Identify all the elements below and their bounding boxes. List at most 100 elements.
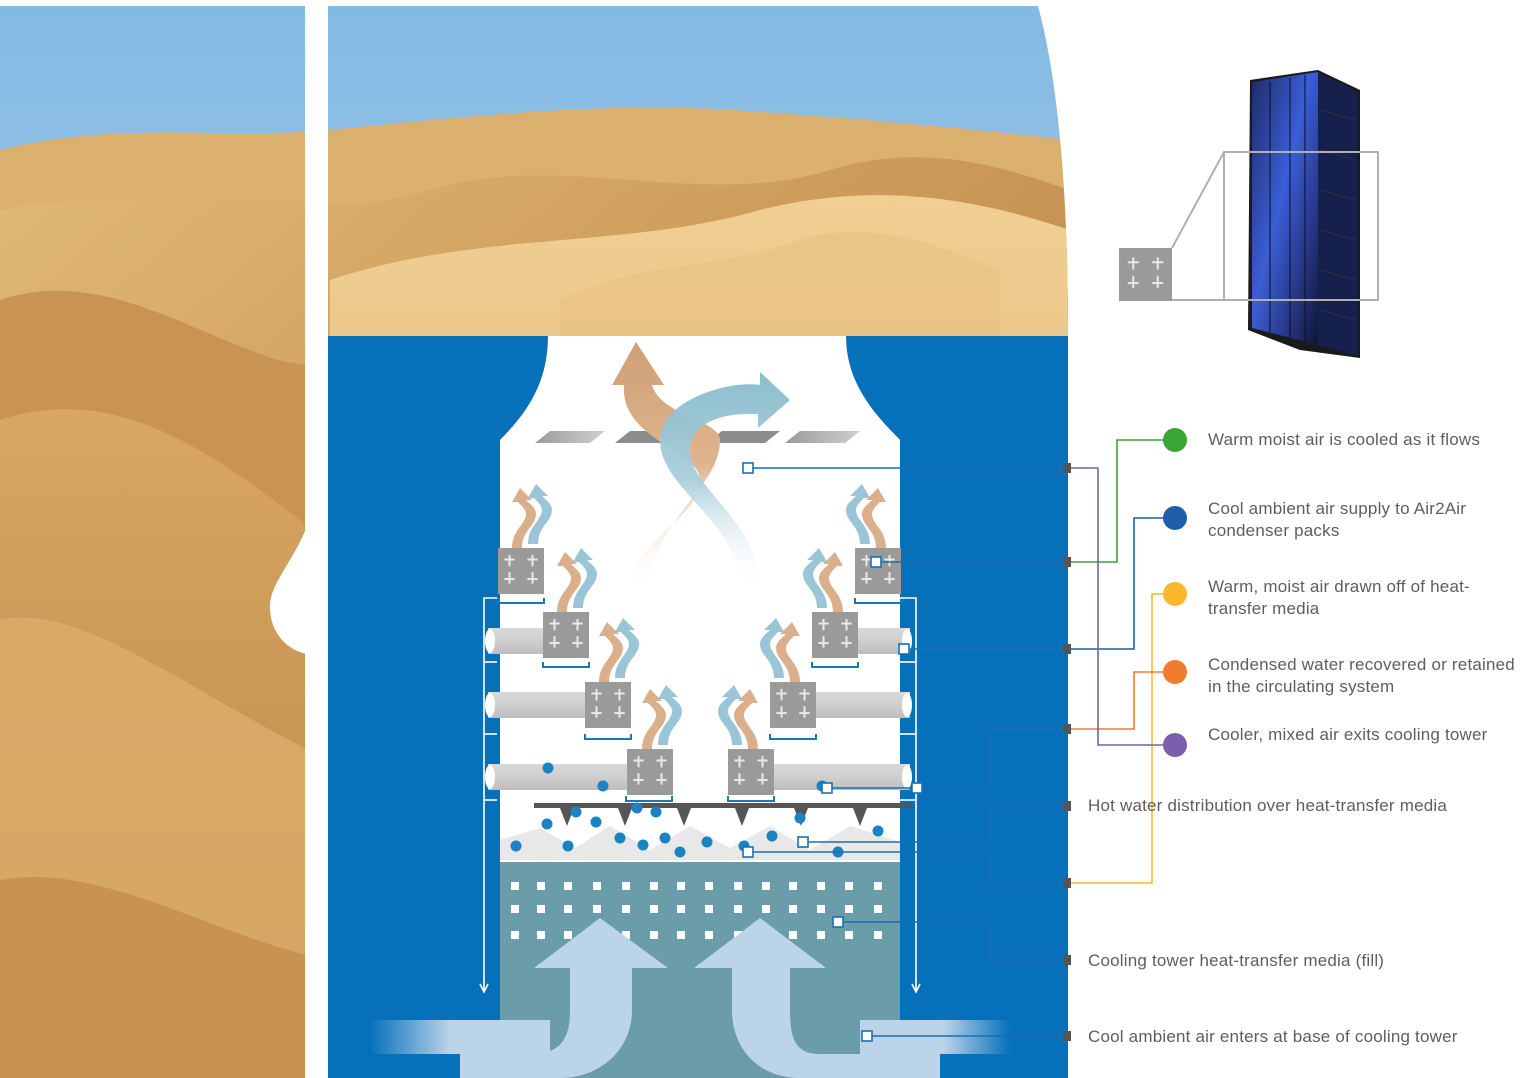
fill-media-square	[537, 882, 545, 890]
fill-media-square	[650, 931, 658, 939]
fill-media-square	[511, 882, 519, 890]
fill-media-square	[677, 882, 685, 890]
air-arrow	[862, 488, 886, 548]
condenser-pack-icon	[498, 548, 544, 594]
legend-label-cooler-mixed-exits: Cooler, mixed air exits cooling tower	[1208, 725, 1488, 744]
fill-media-square	[817, 905, 825, 913]
callout-endpoints	[1063, 463, 1071, 1041]
water-drop	[650, 806, 662, 818]
callout-fill-media: Cooling tower heat-transfer media (fill)	[1088, 951, 1385, 970]
fill-media-square	[622, 931, 630, 939]
fill-media-square	[650, 905, 658, 913]
water-drop	[631, 802, 643, 814]
pack-brackets	[497, 598, 902, 802]
air-arrow	[528, 484, 552, 544]
fill-media-square	[705, 882, 713, 890]
water-drop	[590, 816, 602, 828]
fill-media-square	[537, 931, 545, 939]
spray-nozzle	[618, 808, 632, 826]
fill-media-square	[650, 882, 658, 890]
water-drop	[510, 840, 522, 852]
drain-lines	[479, 597, 921, 994]
water-drop	[570, 806, 582, 818]
pack-air-arrows	[512, 484, 886, 749]
condenser-pack-icon	[1121, 250, 1170, 299]
air-arrow	[846, 484, 870, 544]
spray-nozzle	[853, 808, 867, 826]
fill-media-square	[762, 882, 770, 890]
air-arrow	[512, 488, 536, 548]
water-drop	[597, 780, 609, 792]
condenser-pack-icon	[627, 749, 673, 795]
fill-media-square	[564, 931, 572, 939]
fill-media-square	[705, 931, 713, 939]
water-drop	[614, 832, 626, 844]
water-drop	[637, 839, 649, 851]
fill-media-square	[622, 882, 630, 890]
water-drop	[794, 812, 806, 824]
legend-dot-green	[1163, 428, 1187, 452]
fill-media-square	[677, 931, 685, 939]
legend-dot-yellow	[1163, 582, 1187, 606]
air-arrow	[734, 689, 758, 749]
condenser-tubes	[485, 628, 912, 790]
fill-media-square	[817, 931, 825, 939]
fill-media-square	[511, 931, 519, 939]
fill-media-square	[874, 931, 882, 939]
condenser-packs	[498, 548, 901, 795]
air-arrow	[819, 552, 843, 612]
fill-media-square	[789, 905, 797, 913]
legend-dots	[1163, 428, 1187, 757]
legend-label-warm-moist-cooled: Warm moist air is cooled as it flows	[1208, 430, 1481, 449]
inlet-air-arrows	[370, 918, 1010, 1078]
fill-media-square	[789, 882, 797, 890]
callout-leader-lines	[748, 467, 1068, 1037]
condenser-pack-icon	[770, 682, 816, 728]
air-arrow	[760, 618, 784, 678]
condenser-pack-icon	[585, 682, 631, 728]
fill-media-square	[874, 882, 882, 890]
water-drop	[541, 818, 553, 830]
callout-anchors	[742, 462, 923, 1042]
air-arrow	[642, 689, 666, 749]
fill-media-square	[817, 882, 825, 890]
fill-media-square	[537, 905, 545, 913]
fill-media-square	[845, 931, 853, 939]
air-arrow	[573, 548, 597, 608]
legend-label-cool-ambient-supply: Cool ambient air supply to Air2Air conde…	[1208, 499, 1467, 540]
water-drop	[701, 836, 713, 848]
water-drop	[766, 830, 778, 842]
water-drop	[674, 846, 686, 858]
water-drop	[542, 762, 554, 774]
legend-dot-blue	[1163, 506, 1187, 530]
fill-media-square	[874, 905, 882, 913]
fill-media-square	[705, 905, 713, 913]
fill-media-square	[511, 905, 519, 913]
legend-label-warm-moist-drawn: Warm, moist air drawn off of heat-transf…	[1208, 577, 1470, 618]
condenser-pack-icon	[812, 612, 858, 658]
fill-media-square	[789, 931, 797, 939]
air-arrow	[776, 622, 800, 682]
fill-media-square	[564, 882, 572, 890]
callout-cool-ambient-enters: Cool ambient air enters at base of cooli…	[1088, 1027, 1458, 1046]
condenser-pack-icon	[855, 548, 901, 594]
condenser-pack-photo	[1119, 70, 1379, 358]
tower-body	[328, 336, 1068, 1078]
spray-nozzle	[735, 808, 749, 826]
condenser-pack-icon	[543, 612, 589, 658]
condenser-pack-icon	[728, 749, 774, 795]
spray-nozzle	[560, 808, 574, 826]
air-arrow	[658, 685, 682, 745]
hot-water-distribution	[500, 762, 912, 860]
legend-dot-orange	[1163, 660, 1187, 684]
outlet-air-arrows	[612, 342, 790, 590]
fill-media-square	[845, 882, 853, 890]
air-arrow	[599, 622, 623, 682]
fill-media-square	[593, 882, 601, 890]
fill-media-square	[734, 905, 742, 913]
fill-media-square	[845, 905, 853, 913]
callout-hot-water-distribution: Hot water distribution over heat-transfe…	[1088, 796, 1448, 815]
air-arrow	[718, 685, 742, 745]
spray-nozzle	[677, 808, 691, 826]
